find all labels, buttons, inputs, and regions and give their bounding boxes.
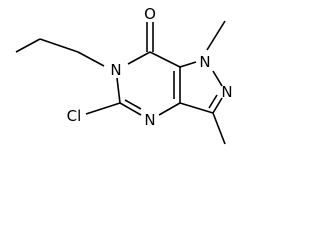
bond-propyl-2 (39, 38, 79, 53)
atom-label-oxygen: O (144, 5, 156, 23)
molecule-drawing: O N N N N Cl (15, 5, 233, 145)
chemical-structure-diagram: O N N N N Cl (15, 5, 233, 145)
atom-label-chlorine: Cl (67, 107, 82, 125)
bond-c-cl-n-top (116, 77, 121, 104)
atom-label-nitrogen-pyrazole-1: N (199, 53, 210, 71)
atom-label-nitrogen-ring-top: N (110, 61, 121, 79)
bond-n-bottom-c-cl-inner (124, 99, 142, 110)
bond-n-pyrazole-1-methyl (206, 20, 226, 51)
bond-n-pyrazole-2-c-methyl-outer (212, 97, 223, 114)
bond-c-fused-n-bottom (158, 102, 181, 116)
bond-c-methyl-methyl (212, 112, 226, 145)
bond-c-carbonyl-c-fused (149, 51, 181, 68)
bond-c-fused-n-pyrazole-1 (179, 61, 197, 68)
bond-c-cl (85, 102, 121, 115)
atom-label-nitrogen-pyrazole-2: N (221, 83, 232, 101)
bond-propyl-1 (15, 38, 41, 53)
bond-c-methyl-c-fused (179, 102, 214, 114)
bond-n-pyrazole-1-n-pyrazole-2 (212, 70, 223, 87)
bond-propyl-to-n (77, 51, 105, 67)
atom-label-nitrogen-ring-bottom: N (144, 111, 155, 129)
bond-n-bottom-c-cl-outer (119, 102, 142, 116)
bond-n-pyrazole-2-c-methyl-inner (208, 94, 218, 109)
bond-n-c-carbonyl (127, 51, 151, 65)
